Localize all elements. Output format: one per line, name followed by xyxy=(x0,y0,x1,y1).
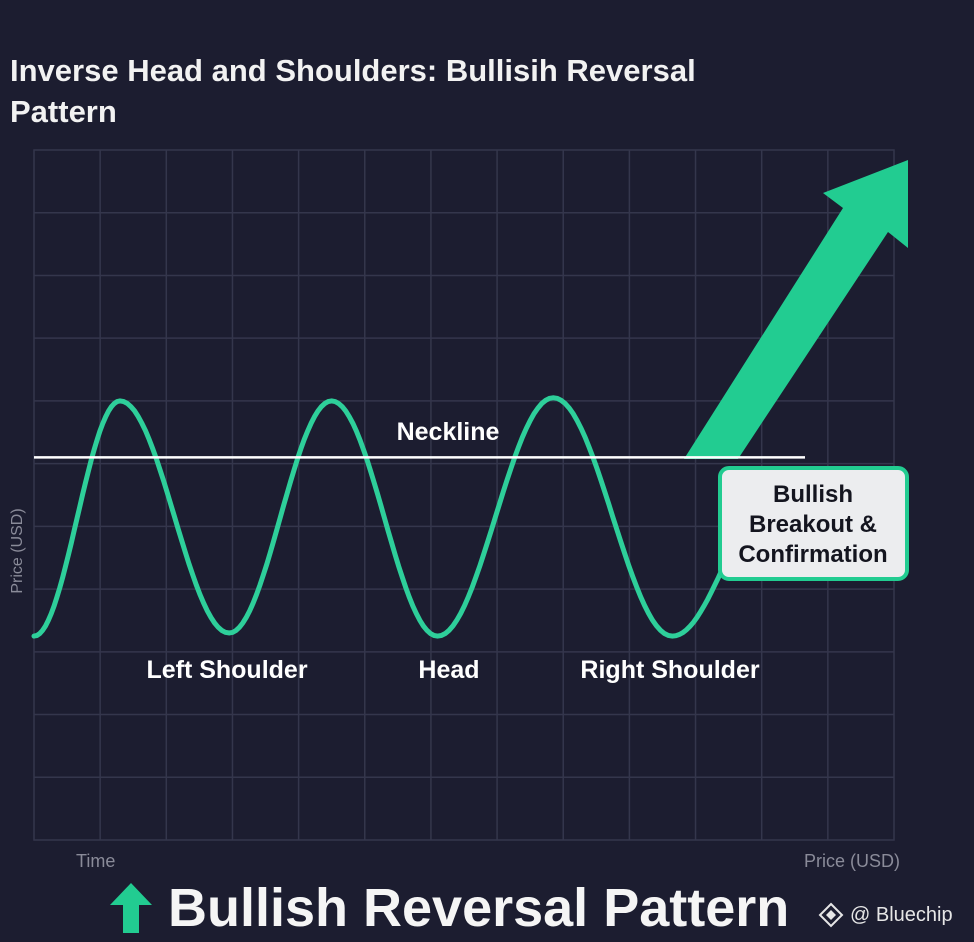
x-axis-label: Time xyxy=(76,851,115,871)
watermark-text: @ Bluechip xyxy=(850,903,953,926)
price-line xyxy=(31,395,781,639)
breakout-arrow xyxy=(684,160,908,459)
watermark: @ Bluechip xyxy=(818,902,953,928)
right-shoulder-label: Right Shoulder xyxy=(580,656,759,684)
y-axis-label: Price (USD) xyxy=(9,508,26,593)
chart-title: Inverse Head and Shoulders: Bullisih Rev… xyxy=(10,53,696,129)
breakout-line-3: Confirmation xyxy=(738,541,887,568)
footer: Bullish Reversal Pattern xyxy=(108,876,789,940)
breakout-line-1: Bullish xyxy=(773,481,853,508)
head-label: Head xyxy=(418,656,479,684)
breakout-callout: Bullish Breakout & Confirmation xyxy=(718,466,909,581)
left-shoulder-label: Left Shoulder xyxy=(146,656,307,684)
neckline-label: Neckline xyxy=(397,418,500,446)
x-axis-end-label: Price (USD) xyxy=(804,851,900,871)
up-arrow-icon xyxy=(110,883,152,933)
footer-title: Bullish Reversal Pattern xyxy=(168,878,790,938)
bluechip-logo-icon xyxy=(818,902,844,928)
breakout-line-2: Breakout & xyxy=(749,511,877,538)
